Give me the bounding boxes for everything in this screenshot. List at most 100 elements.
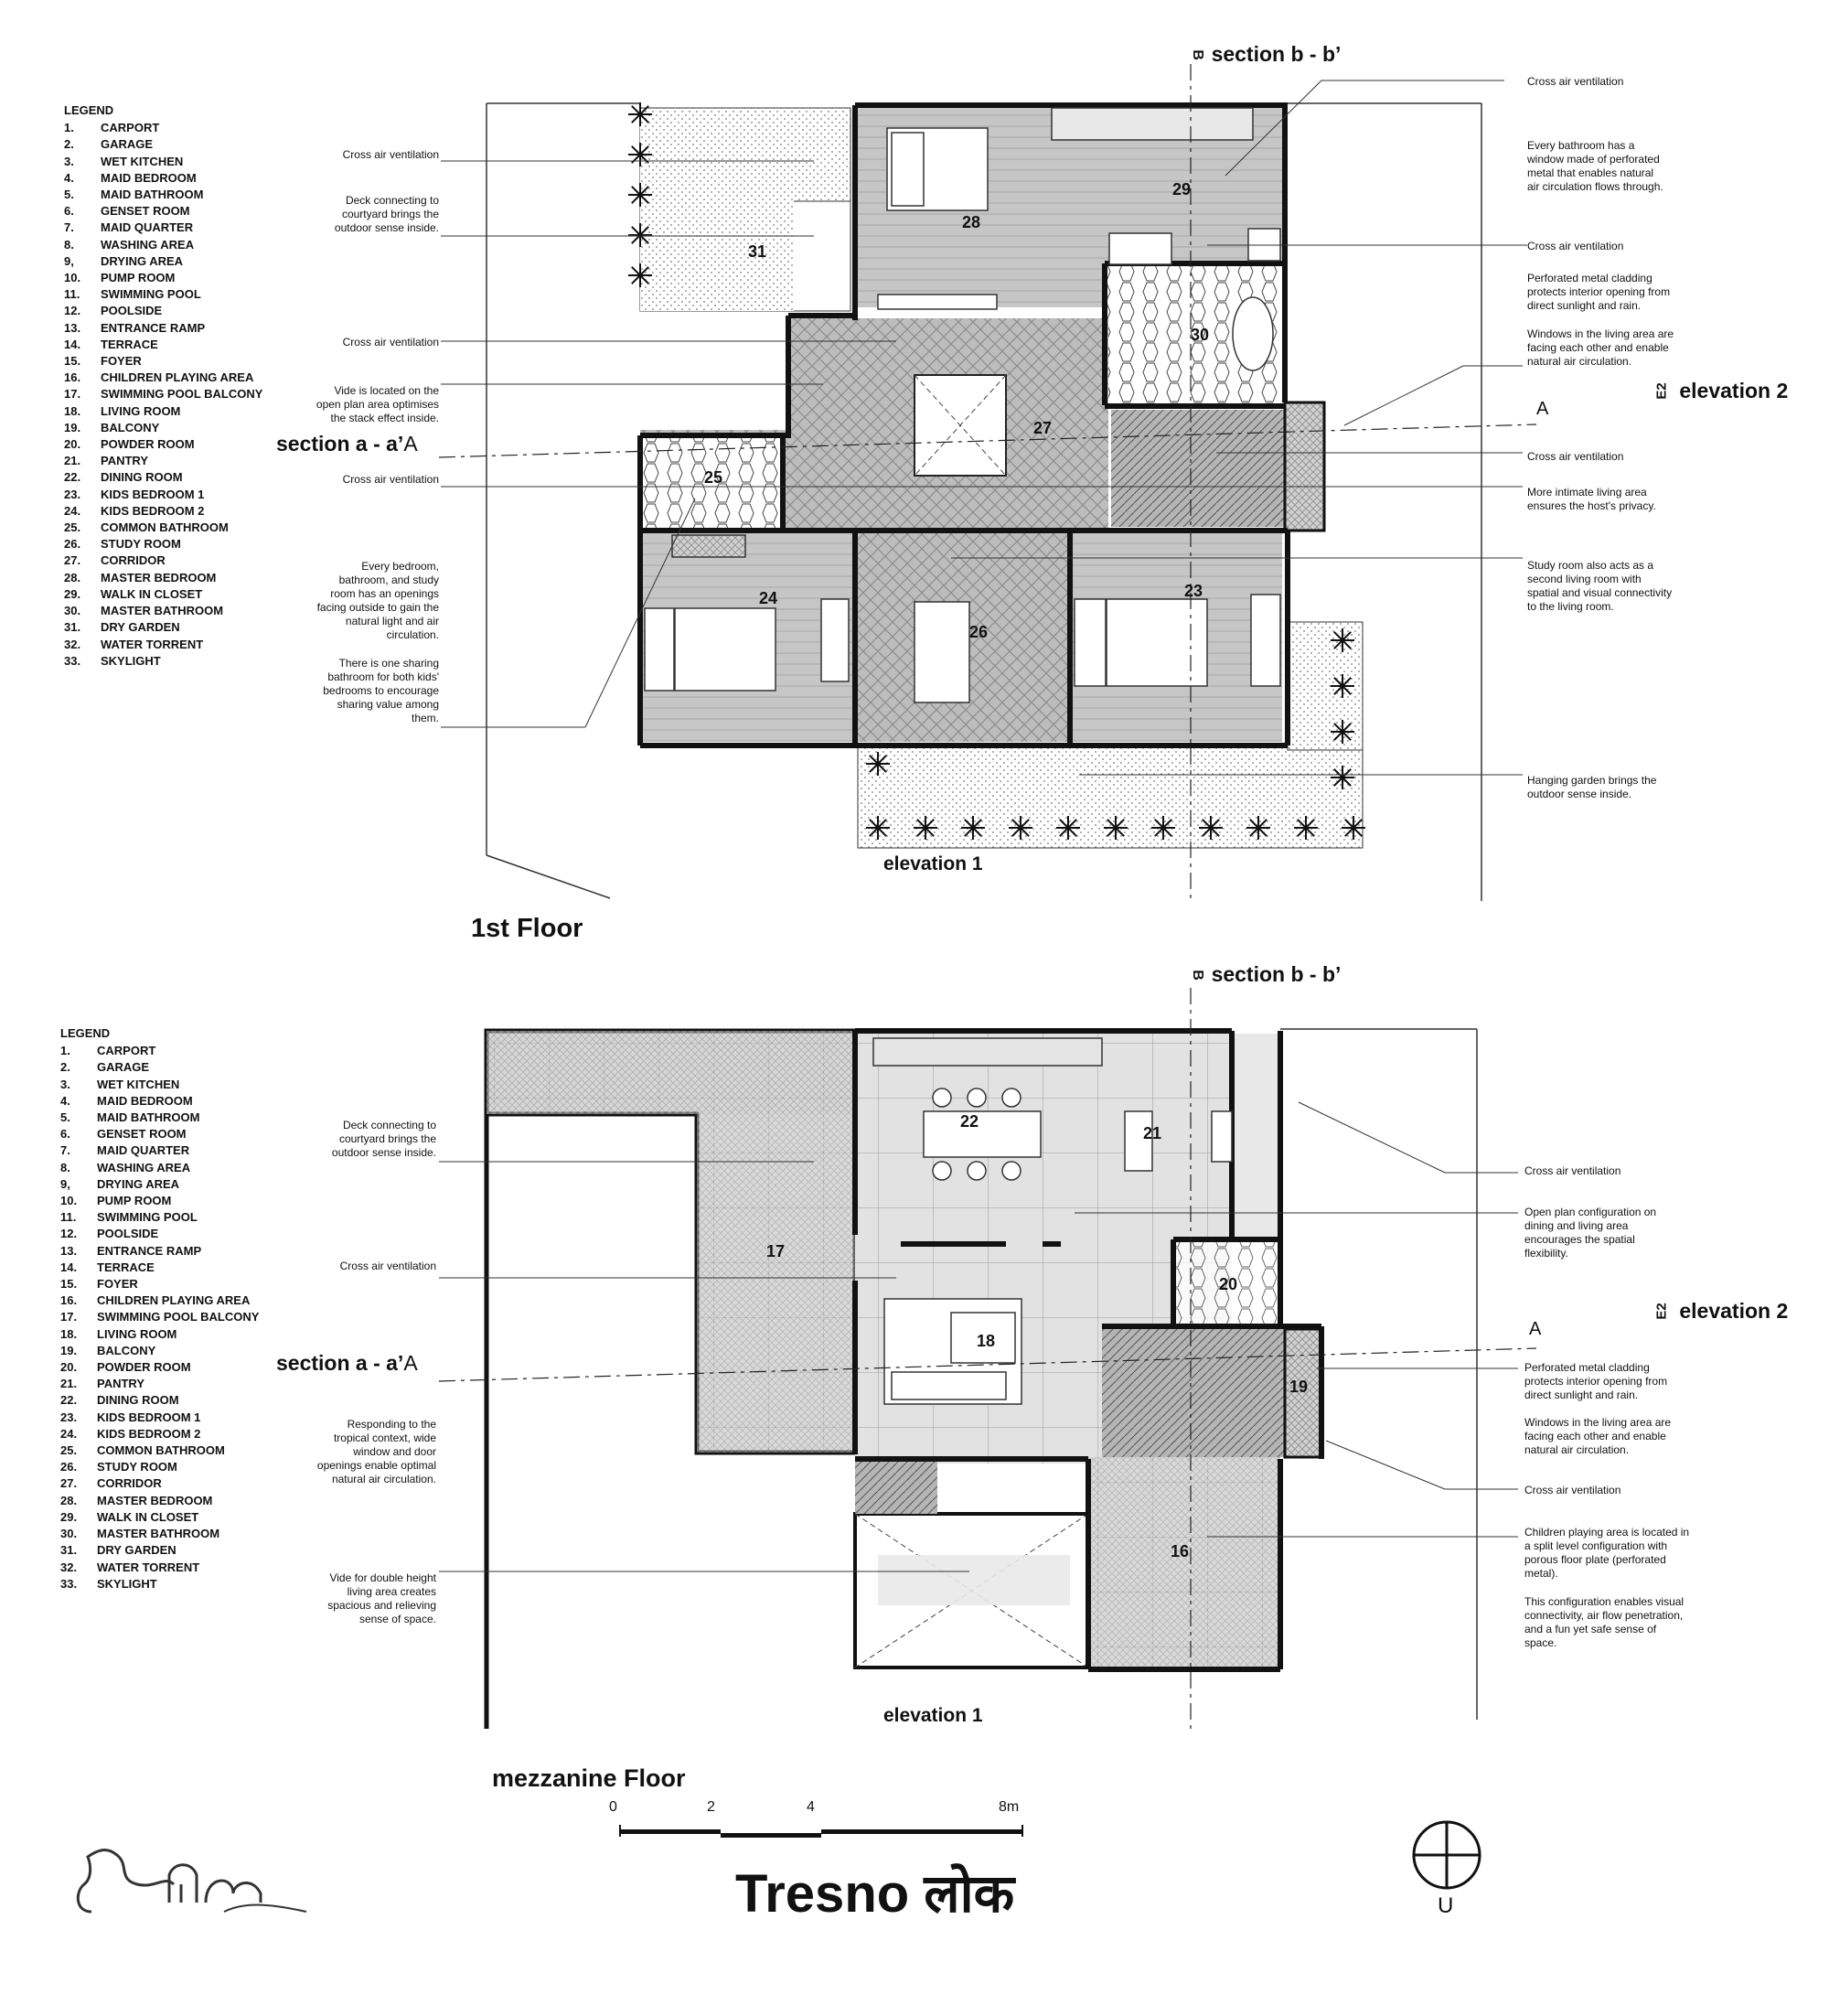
plant-icon <box>1331 720 1354 744</box>
scale-tick-0: 0 <box>609 1799 617 1815</box>
legend-item: 1. CARPORT <box>64 120 262 136</box>
first-floor-label: 1st Floor <box>471 914 583 943</box>
legend-item: 3.WET KITCHEN <box>64 154 262 170</box>
legend-item-label: MAID QUARTER <box>101 220 194 235</box>
legend-item: 23.KIDS BEDROOM 1 <box>60 1410 259 1426</box>
room-number-24: 24 <box>759 589 777 607</box>
room-number-30: 30 <box>1191 326 1209 344</box>
legend-item: 25.COMMON BATHROOM <box>64 520 262 536</box>
legend-item-number: 29. <box>60 1509 78 1524</box>
legend-item-number: 5. <box>60 1110 70 1125</box>
mezzanine-floor-label: mezzanine Floor <box>492 1764 686 1792</box>
legend-item-label: DRYING AREA <box>97 1176 180 1191</box>
legend-item-label: ENTRANCE RAMP <box>97 1243 202 1258</box>
legend-item: 22.DINING ROOM <box>64 469 262 486</box>
room-number-26: 26 <box>969 623 988 641</box>
legend-item-label: CARPORT <box>101 121 160 135</box>
legend-item: 3.WET KITCHEN <box>60 1077 259 1093</box>
legend-item: 30. MASTER BATHROOM <box>60 1526 259 1542</box>
plant-icon <box>914 816 937 840</box>
legend-item-number: 13. <box>64 320 81 335</box>
legend-item-label: LIVING ROOM <box>101 403 181 418</box>
legend-item: 14.TERRACE <box>60 1260 259 1276</box>
scale-tick-4: 4 <box>807 1799 815 1815</box>
legend-item-label: PANTRY <box>97 1377 144 1391</box>
note-ff-left-3: Vide is located on the open plan area op… <box>316 384 439 424</box>
legend-item: 14.TERRACE <box>64 337 262 353</box>
legend-item: 28.MASTER BEDROOM <box>60 1493 259 1509</box>
room-number-25: 25 <box>704 468 722 487</box>
legend-item-label: POWDER ROOM <box>101 437 195 452</box>
plant-icon <box>1331 628 1354 652</box>
legend-item-label: WALK IN CLOSET <box>97 1509 199 1524</box>
legend-item-number: 28. <box>64 570 81 584</box>
note-mz-right-6: This configuration enables visual connec… <box>1524 1595 1685 1649</box>
legend-item-number: 15. <box>64 354 81 369</box>
legend-item-number: 26. <box>60 1460 78 1474</box>
room-number-29: 29 <box>1172 180 1191 198</box>
note-ff-left-6: There is one sharing bathroom for both k… <box>323 657 439 724</box>
legend-item-label: MASTER BATHROOM <box>97 1527 220 1541</box>
legend-item-label: PANTRY <box>101 454 148 468</box>
legend-item: 4.MAID BEDROOM <box>64 170 262 187</box>
legend-item-number: 24. <box>64 503 81 518</box>
legend-item: 8.WASHING AREA <box>60 1160 259 1176</box>
legend-item: 6.GENSET ROOM <box>64 203 262 220</box>
legend-item-number: 23. <box>60 1410 78 1424</box>
legend-item-number: 30. <box>60 1527 78 1541</box>
legend-item-number: 22. <box>64 470 81 485</box>
legend-item-number: 28. <box>60 1493 78 1507</box>
legend-item-number: 27. <box>60 1476 78 1491</box>
legend-item: 5.MAID BATHROOM <box>64 187 262 203</box>
room-number-16: 16 <box>1171 1542 1189 1560</box>
legend-item-label: MASTER BEDROOM <box>101 570 217 584</box>
marker-a: A <box>403 432 418 456</box>
note-ff-left-1: Deck connecting to courtyard brings the … <box>334 194 439 234</box>
legend-item-number: 26. <box>64 537 81 552</box>
legend-item: 15.FOYER <box>64 353 262 370</box>
legend-item-number: 25. <box>64 520 81 535</box>
legend-item-number: 18. <box>60 1326 78 1341</box>
legend-item-label: DINING ROOM <box>97 1393 179 1408</box>
legend-item-label: MAID QUARTER <box>97 1143 190 1158</box>
note-ff-right-3: Perforated metal cladding protects inter… <box>1527 272 1671 312</box>
plant-markers <box>628 102 1365 840</box>
legend-item-number: 1. <box>64 121 74 135</box>
north-label: U <box>1438 1893 1454 1918</box>
marker-e2: E2 <box>1653 1303 1670 1320</box>
legend-item-number: 17. <box>64 387 81 402</box>
note-ff-left-2: Cross air ventilation <box>342 336 439 349</box>
room-number-20: 20 <box>1219 1275 1237 1293</box>
legend-item-label: TERRACE <box>101 337 158 351</box>
plant-icon <box>866 816 890 840</box>
legend-item: 18.LIVING ROOM <box>64 403 262 420</box>
section-b-label: section b - b’ <box>1211 962 1342 986</box>
ff-section-a: section a - a’A <box>276 432 418 456</box>
legend-item: 11.SWIMMING POOL <box>60 1209 259 1226</box>
legend-item-number: 16. <box>60 1293 78 1308</box>
legend-item-label: COMMON BATHROOM <box>97 1443 225 1458</box>
note-ff-right-6: More intimate living area ensures the ho… <box>1527 486 1656 512</box>
legend-item: 11.SWIMMING POOL <box>64 286 262 303</box>
section-a-label: section a - a’ <box>276 432 404 456</box>
legend-item: 8.WASHING AREA <box>64 237 262 253</box>
legend-item-label: SWIMMING POOL BALCONY <box>97 1310 260 1324</box>
legend-item-number: 19. <box>60 1343 78 1357</box>
plant-icon <box>628 183 652 207</box>
legend-item-label: MAID BEDROOM <box>101 170 197 185</box>
legend-item-label: SWIMMING POOL BALCONY <box>101 387 263 402</box>
legend-item: 5. MAID BATHROOM <box>60 1110 259 1126</box>
legend-item: 32.WATER TORRENT <box>64 637 262 653</box>
legend-item-number: 4. <box>60 1093 70 1108</box>
plant-icon <box>1246 816 1270 840</box>
note-ff-left-5: Every bedroom, bathroom, and study room … <box>316 560 439 641</box>
legend-item-label: MAID BATHROOM <box>97 1110 200 1125</box>
legend-item-number: 6. <box>64 204 74 219</box>
note-ff-right-1: Every bathroom has a window made of perf… <box>1527 139 1663 193</box>
project-title: Tresno लोक <box>735 1864 1015 1924</box>
legend-item-number: 15. <box>60 1277 78 1292</box>
plant-icon <box>866 752 890 776</box>
